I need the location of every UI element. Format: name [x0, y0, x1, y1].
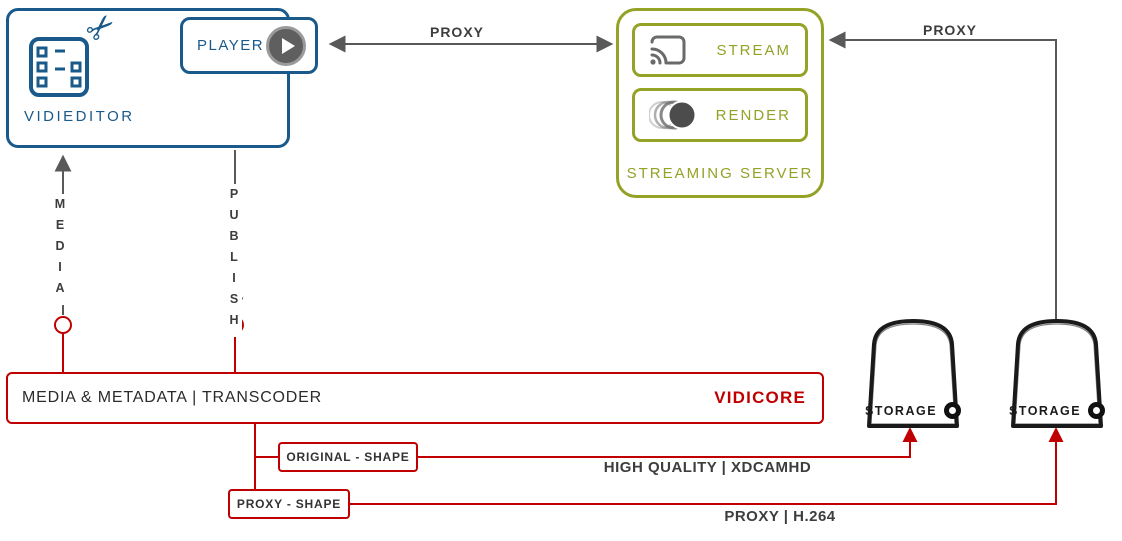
media-port-circle: [54, 316, 72, 334]
vidieditor-title: VIDIEDITOR: [24, 108, 135, 125]
donut-icon: [1088, 402, 1106, 419]
media-label: MEDIA: [52, 194, 68, 305]
proxy-codec-line: [350, 427, 1064, 505]
high-quality-line: [418, 427, 918, 458]
stream-label: STREAM: [716, 41, 791, 59]
storage-drive-left: STORAGE: [858, 308, 968, 432]
play-icon: [266, 25, 306, 66]
original-shape-box: ORIGINAL - SHAPE: [278, 442, 418, 472]
proxy-right-arrow: [828, 31, 1057, 320]
stream-box: STREAM: [632, 23, 808, 77]
streaming-server-box: STREAM RENDER STREAMING SERVER: [616, 8, 824, 198]
storage-left-label: STORAGE: [864, 403, 938, 418]
render-box: RENDER: [632, 88, 808, 142]
proxy-top-label: PROXY: [429, 24, 484, 40]
storage-drive-right: STORAGE: [1002, 308, 1112, 432]
storage-right-label: STORAGE: [1008, 403, 1082, 418]
storage-drive-icon: [867, 319, 959, 428]
player-box: PLAYER: [180, 17, 318, 74]
streaming-server-title: STREAMING SERVER: [626, 165, 814, 182]
transcoder-label: MEDIA & METADATA | TRANSCODER: [22, 389, 322, 406]
storage-drive-icon: [1011, 319, 1103, 428]
high-quality-label: HIGH QUALITY | XDCAMHD: [603, 459, 812, 476]
proxy-right-label: PROXY: [922, 22, 977, 38]
proxy-shape-box: PROXY - SHAPE: [228, 489, 350, 519]
render-label: RENDER: [715, 106, 791, 124]
donut-icon: [944, 402, 962, 419]
render-circles-icon: [649, 100, 697, 130]
cast-icon: [650, 35, 686, 65]
film-scissors-icon: ✂: [25, 4, 124, 109]
vidicore-box: MEDIA & METADATA | TRANSCODER VIDICORE: [6, 372, 824, 424]
player-label: PLAYER: [197, 37, 265, 54]
publish-label: PUBLISH: [226, 184, 242, 337]
vidicore-brand: VIDICORE: [714, 388, 806, 407]
proxy-codec-label: PROXY | H.264: [724, 508, 836, 525]
